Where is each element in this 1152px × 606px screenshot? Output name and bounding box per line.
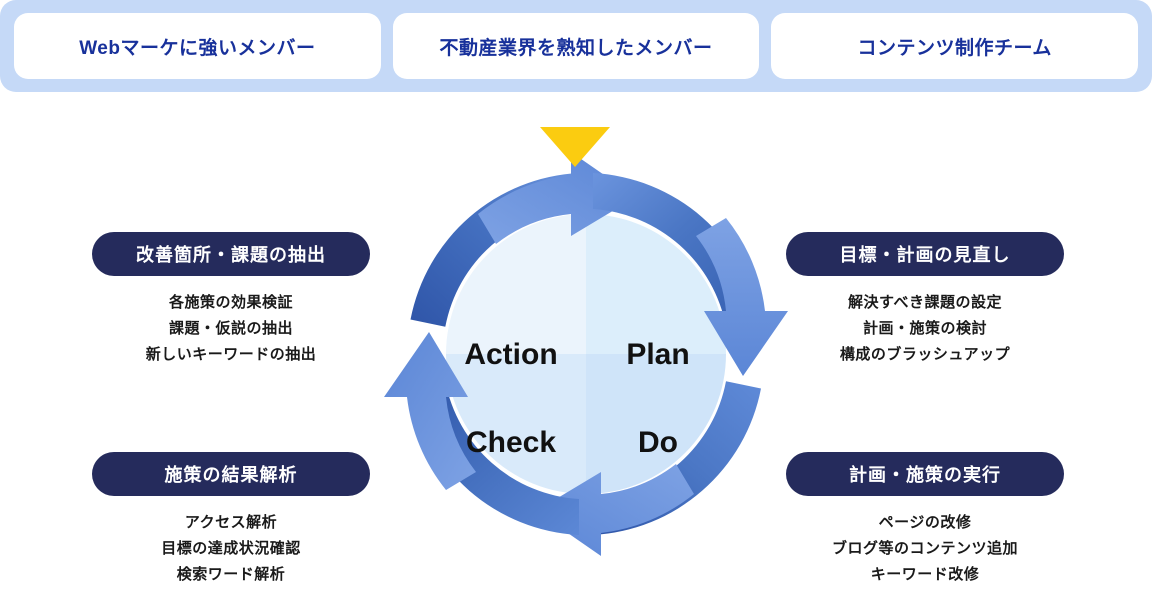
info-block-do: 計画・施策の実行 ページの改修 ブログ等のコンテンツ追加 キーワード改修 — [786, 452, 1064, 588]
info-pill-check[interactable]: 施策の結果解析 — [92, 452, 370, 496]
quadrant-plan[interactable] — [586, 214, 726, 354]
info-list-check: アクセス解析 目標の達成状況確認 検索ワード解析 — [92, 510, 370, 588]
info-list-item: ページの改修 — [878, 514, 972, 531]
info-pill-label: 改善箇所・課題の抽出 — [136, 245, 326, 265]
info-list-plan: 解決すべき課題の設定 計画・施策の検討 構成のブラッシュアップ — [786, 290, 1064, 368]
info-pill-action[interactable]: 改善箇所・課題の抽出 — [92, 232, 370, 276]
info-pill-label: 目標・計画の見直し — [839, 245, 1011, 265]
info-block-action: 改善箇所・課題の抽出 各施策の効果検証 課題・仮説の抽出 新しいキーワードの抽出 — [92, 232, 370, 368]
arrow-right-to-do — [593, 173, 788, 376]
quadrant-label-check: Check — [466, 426, 556, 459]
team-card-label: コンテンツ制作チーム — [857, 37, 1052, 59]
info-list-item: 各施策の効果検証 — [168, 294, 293, 311]
arrow-left-to-action — [384, 332, 579, 535]
info-list-item: 目標の達成状況確認 — [161, 540, 301, 557]
info-list-item: キーワード改修 — [870, 566, 980, 583]
down-triangle-marker-icon — [540, 127, 610, 167]
info-block-plan: 目標・計画の見直し 解決すべき課題の設定 計画・施策の検討 構成のブラッシュアッ… — [786, 232, 1064, 368]
info-list-do: ページの改修 ブログ等のコンテンツ追加 キーワード改修 — [786, 510, 1064, 588]
info-pill-do[interactable]: 計画・施策の実行 — [786, 452, 1064, 496]
team-card-label: 不動産業界を熟知したメンバー — [439, 37, 713, 59]
quadrant-label-action: Action — [464, 338, 557, 371]
info-list-item: 検索ワード解析 — [176, 566, 286, 583]
info-list-item: ブログ等のコンテンツ追加 — [831, 540, 1018, 557]
info-list-item: 解決すべき課題の設定 — [848, 294, 1002, 311]
info-list-item: 計画・施策の検討 — [862, 320, 987, 337]
team-member-band: Webマーケに強いメンバー 不動産業界を熟知したメンバー コンテンツ制作チーム — [0, 0, 1152, 92]
quadrant-do[interactable] — [586, 354, 726, 494]
team-card-label: Webマーケに強いメンバー — [79, 37, 316, 59]
info-pill-label: 計画・施策の実行 — [849, 465, 1001, 485]
info-list-item: 構成のブラッシュアップ — [839, 346, 1011, 363]
team-card-content-production[interactable]: コンテンツ制作チーム — [771, 13, 1139, 79]
pdca-quadrants — [446, 214, 726, 494]
info-pill-plan[interactable]: 目標・計画の見直し — [786, 232, 1064, 276]
info-list-action: 各施策の効果検証 課題・仮説の抽出 新しいキーワードの抽出 — [92, 290, 370, 368]
quadrant-action[interactable] — [446, 214, 586, 354]
info-list-item: 課題・仮説の抽出 — [168, 320, 293, 337]
info-pill-label: 施策の結果解析 — [164, 465, 298, 485]
team-card-web-marketing[interactable]: Webマーケに強いメンバー — [14, 13, 381, 79]
pdca-cycle-diagram: Action Plan Check Do — [384, 127, 788, 556]
team-card-real-estate[interactable]: 不動産業界を熟知したメンバー — [392, 13, 760, 79]
quadrant-label-plan: Plan — [626, 338, 689, 371]
quadrant-check[interactable] — [446, 354, 586, 494]
info-block-check: 施策の結果解析 アクセス解析 目標の達成状況確認 検索ワード解析 — [92, 452, 370, 588]
info-list-item: アクセス解析 — [184, 514, 278, 531]
info-list-item: 新しいキーワードの抽出 — [145, 346, 317, 363]
pdca-cycle-stage: Action Plan Check Do 改善箇所・課題の抽出 各施策の効果検証… — [0, 92, 1152, 606]
quadrant-label-do: Do — [638, 426, 678, 459]
